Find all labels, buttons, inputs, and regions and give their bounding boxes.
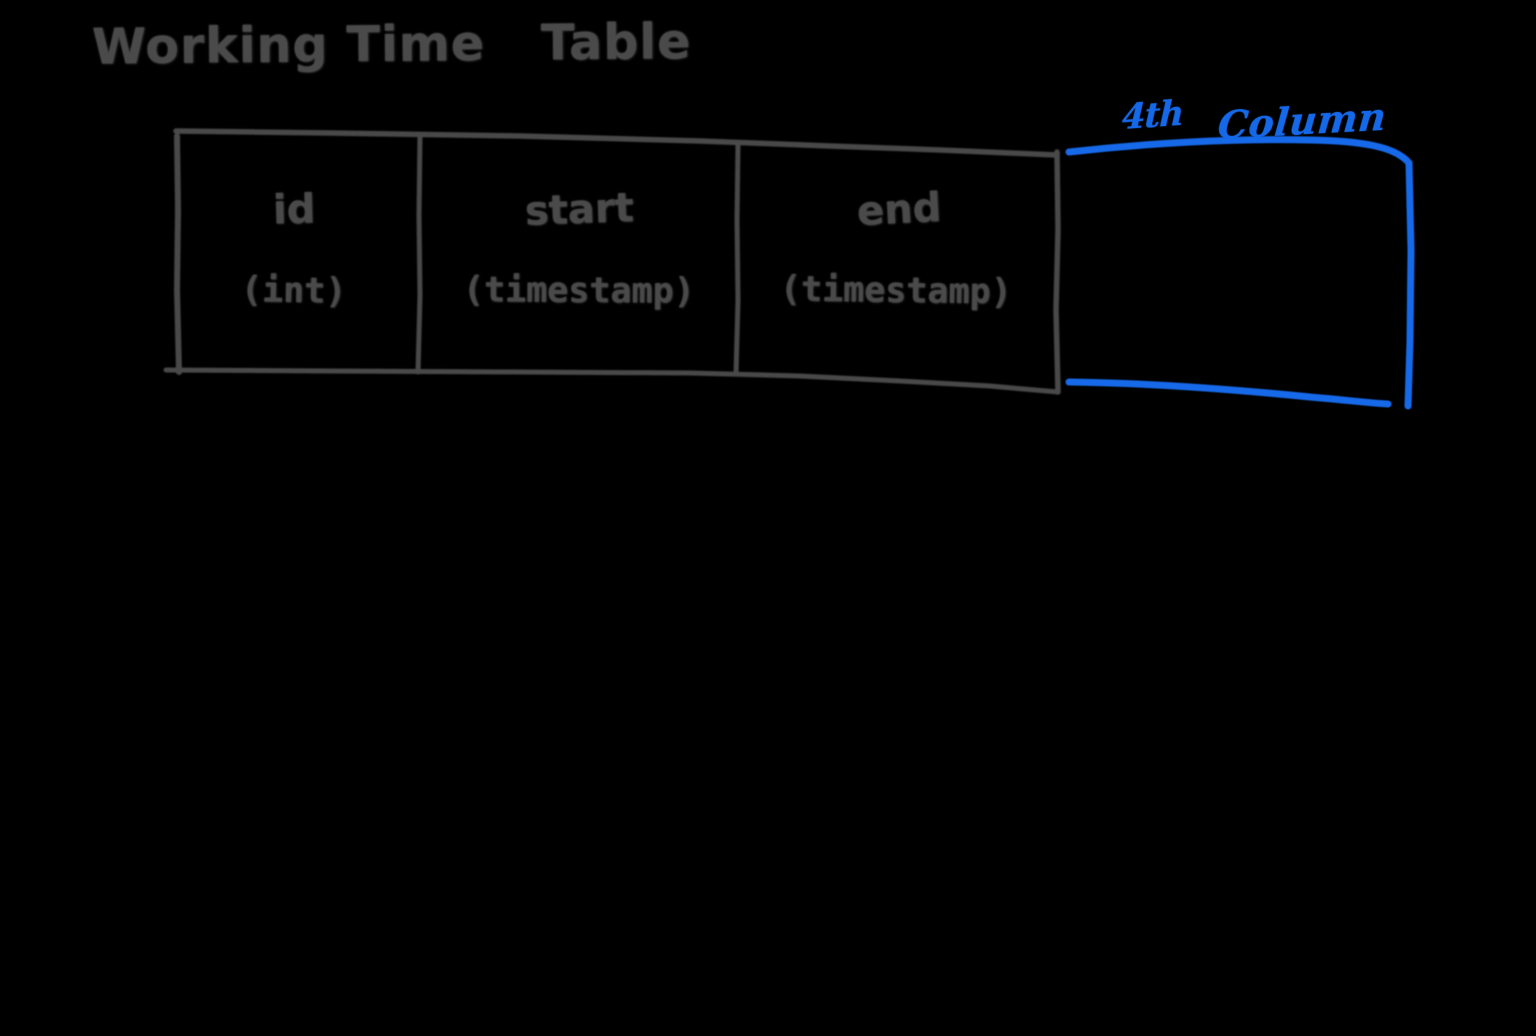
column-type-start: (timestamp) (462, 269, 696, 312)
table-cell-id: id (int) (168, 128, 420, 376)
column-name-id: id (272, 185, 316, 234)
table-border-bottom (163, 367, 1061, 395)
table-border-right (1053, 149, 1061, 395)
page-title-object: Table (540, 13, 692, 72)
table-border-left (174, 133, 182, 375)
annotation-bracket-icon (1065, 136, 1415, 410)
table-column-divider-2 (733, 140, 741, 377)
column-name-start: start (523, 184, 635, 235)
column-type-end: (timestamp) (779, 268, 1013, 313)
working-time-table: id (int) start (timestamp) end (timestam… (168, 128, 1060, 376)
annotation-ordinal-label: 4th (1121, 93, 1184, 139)
annotation-column-label: Column (1216, 93, 1389, 148)
page-title-subject: Working Time (91, 15, 486, 76)
table-cell-start: start (timestamp) (420, 128, 738, 376)
table-cell-end: end (timestamp) (738, 128, 1060, 376)
page-title: Working Time Table (92, 13, 692, 75)
column-name-end: end (855, 184, 943, 235)
column-type-id: (int) (240, 269, 348, 312)
table-border-top (173, 128, 1060, 158)
table-column-divider-1 (415, 132, 423, 375)
table-header-row: id (int) start (timestamp) end (timestam… (168, 128, 1060, 376)
